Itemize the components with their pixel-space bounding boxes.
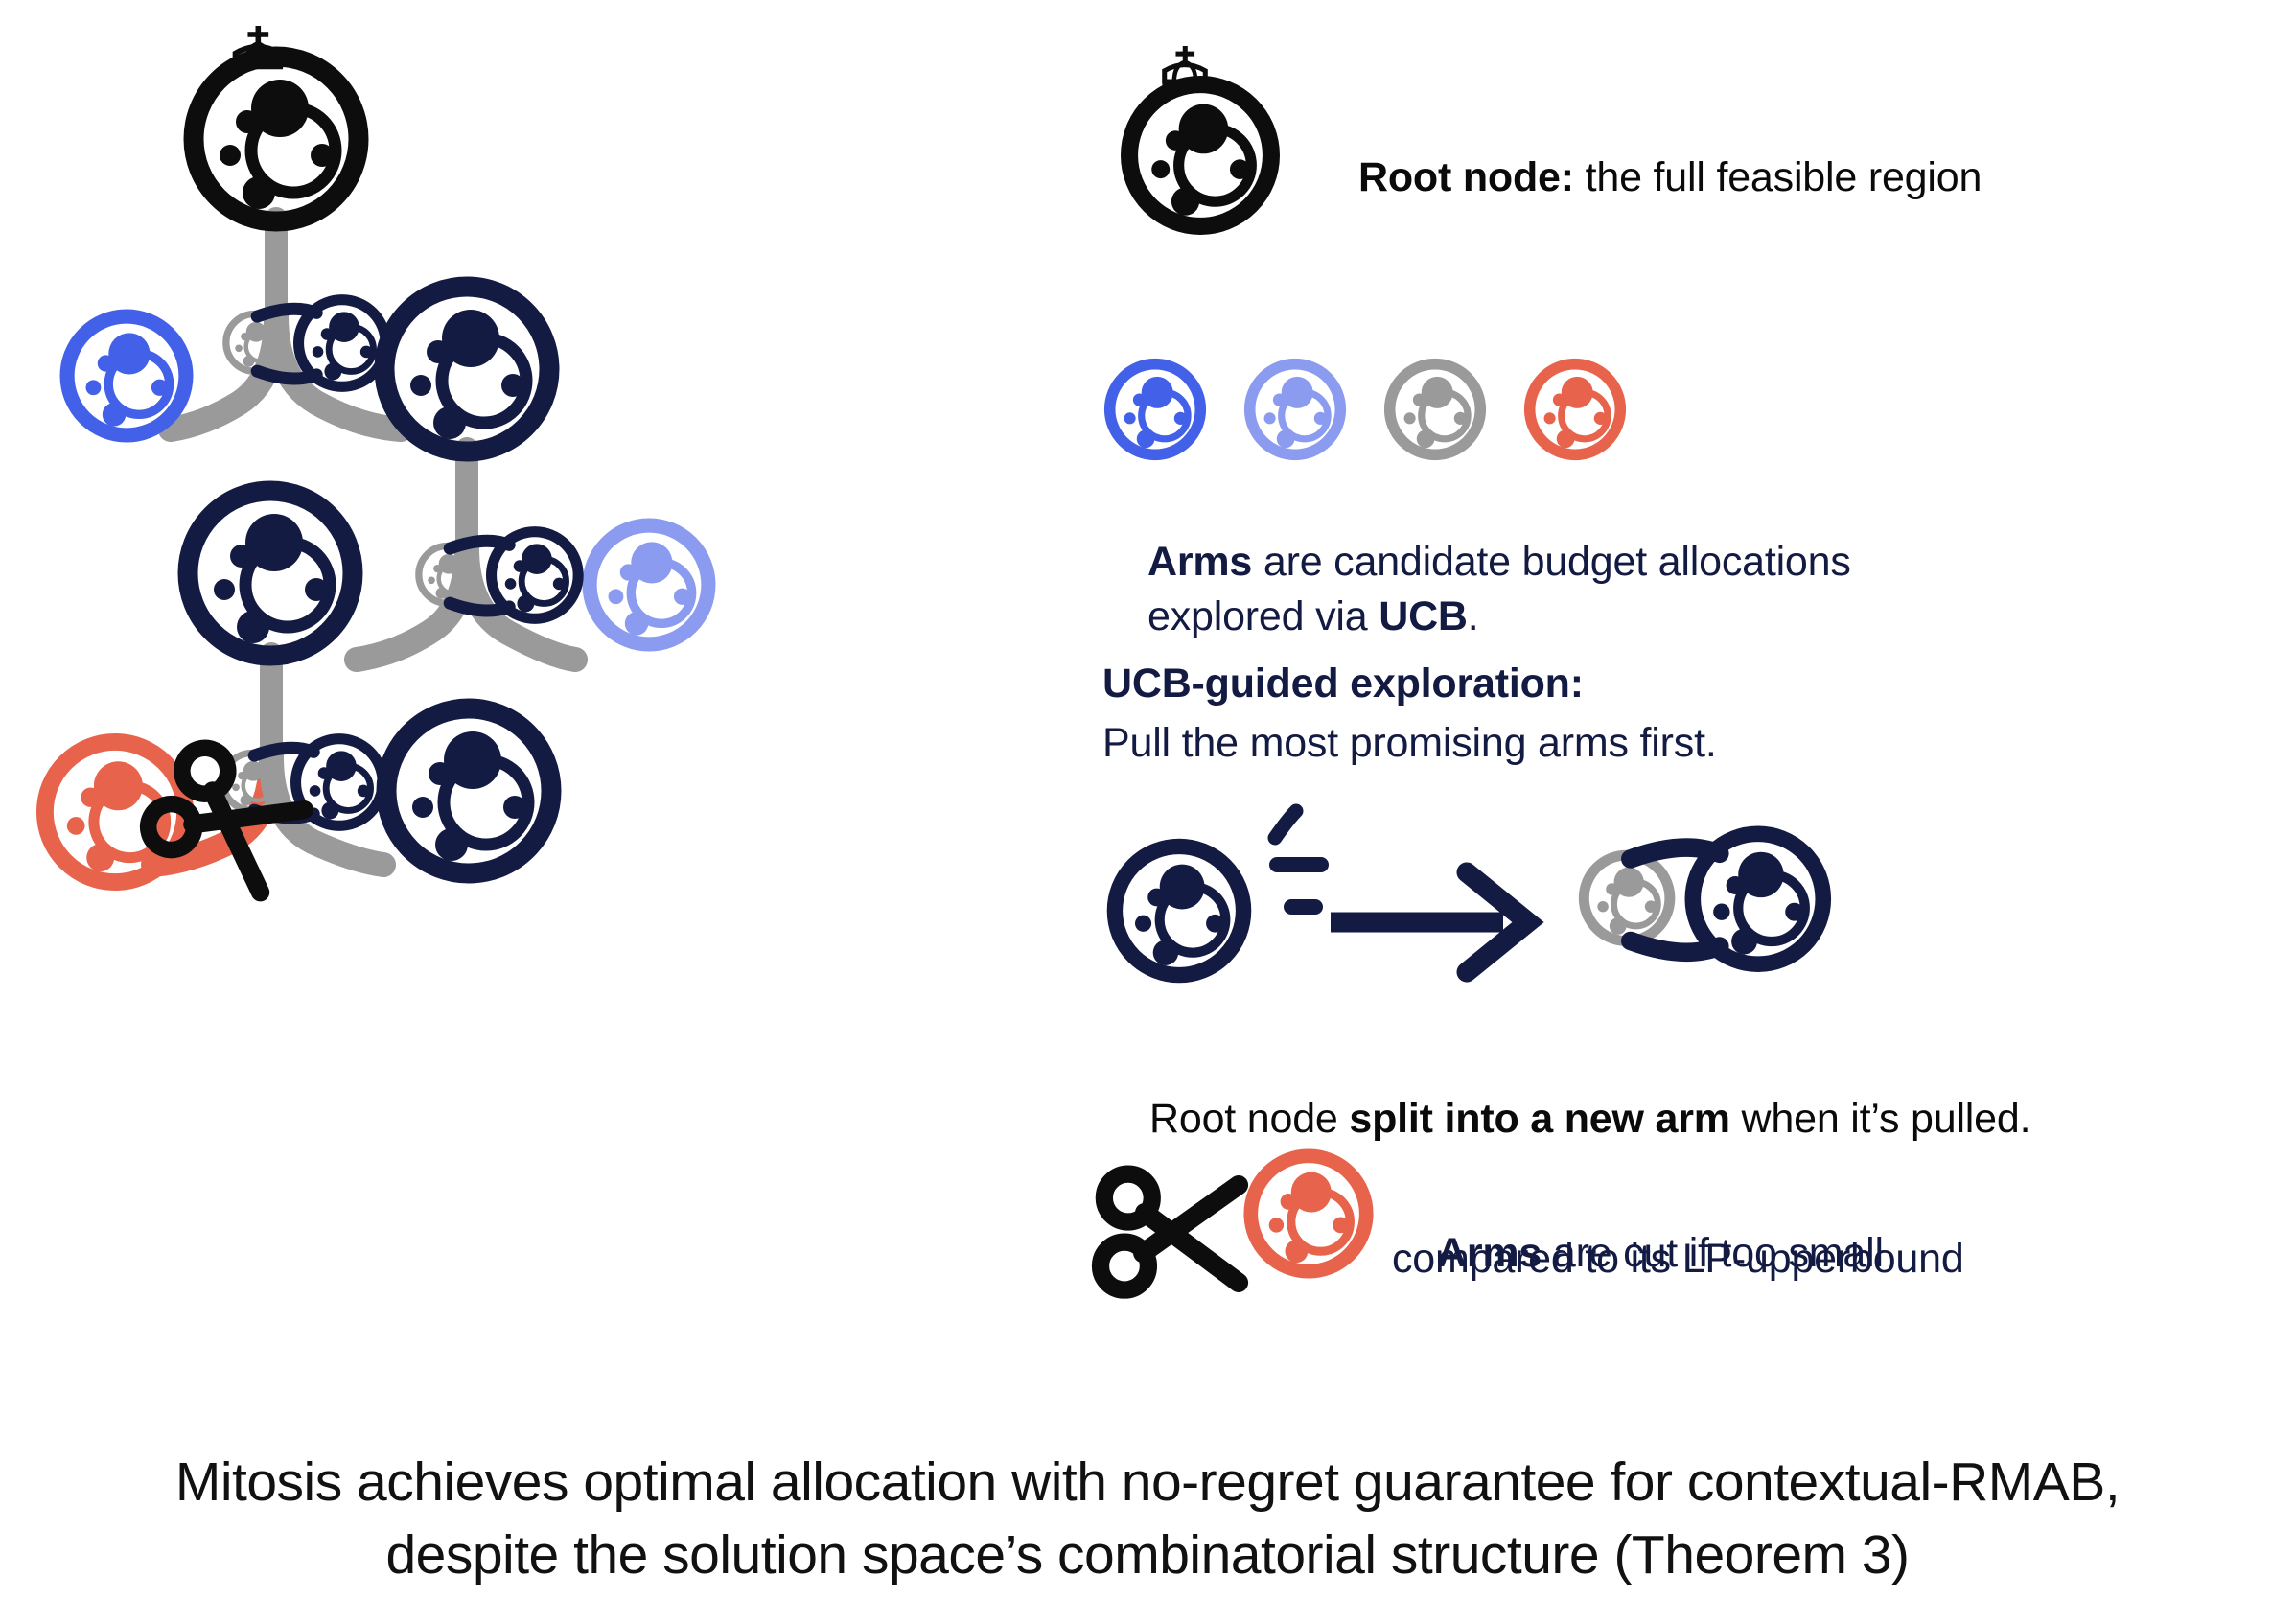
arm-cell-lightblue-icon [1250,364,1341,455]
mitosis-pair-legend [1584,834,1822,964]
legend-arms-l2-ucb: UCB [1379,593,1468,639]
legend-cut-rest: are cut if too small [1542,1230,1884,1276]
legend-split-a: Root node [1149,1096,1350,1142]
arrow-right-icon [1331,862,1544,983]
legend-arms-rest: are candidate budget allocations [1252,539,1851,585]
branch-level-1 [158,207,413,442]
legend-split-illustration [1115,803,1823,983]
pulled-cell-icon [1115,847,1243,975]
legend-split-bold: split into a new arm [1349,1096,1730,1142]
motion-tick-1 [1267,803,1304,846]
legend-arms-text-line2: explored via UCB. [1102,539,1479,694]
caption-line-1: Mitosis achieves optimal allocation with… [174,1451,2121,1513]
legend-split-text: Root node split into a new arm when it’s… [1104,1041,2031,1196]
legend-root-node-bold: Root node: [1358,154,1574,200]
legend-arms-l2-a: explored via [1148,593,1379,639]
arm-cell-blue-icon [1110,364,1201,455]
legend-root-node-rest: the full feasible region [1573,154,1982,200]
legend-arms-l2-dot: . [1467,593,1479,639]
tree-node-level4[interactable] [386,708,551,873]
legend-root-cell-icon [1129,46,1271,226]
tree-node-arm-blue[interactable] [67,316,186,435]
mitosis-pair-2[interactable] [419,532,578,619]
arm-cell-red-icon [1530,364,1621,455]
legend-arms-row-icon [1110,364,1621,455]
legend-cut-text-line2: compared to its LP-upperbound [1392,1236,1964,1282]
legend-split-c: when it’s pulled. [1729,1096,2031,1142]
legend-icons [1101,46,1823,1290]
legend-root-node-text: Root node: the full feasible region [1313,100,1982,255]
tree-node-root[interactable] [194,26,359,221]
tree-node-arm-lightblue[interactable] [590,525,708,644]
arm-cell-grey-icon [1390,364,1481,455]
tree-node-level3[interactable] [188,491,353,656]
figure-caption: Mitosis achieves optimal allocation with… [0,1446,2295,1591]
mitosis-pair-1[interactable] [226,300,385,387]
legend-ucb-subtext: Pull the most promising arms first. [1102,720,1717,766]
tree-diagram [45,26,708,898]
legend-arms-text-line1: Arms are candidate budget allocations [1102,484,1851,639]
legend-ucb-heading: UCB-guided exploration: [1102,661,1584,707]
legend-cut-bold: Arms [1437,1230,1542,1276]
caption-line-2: despite the solution space’s combinatori… [385,1524,1910,1586]
legend-arms-bold: Arms [1148,539,1253,585]
legend-cut-text-line1: Arms are cut if too small [1392,1175,1884,1331]
tree-node-level2[interactable] [384,287,549,452]
